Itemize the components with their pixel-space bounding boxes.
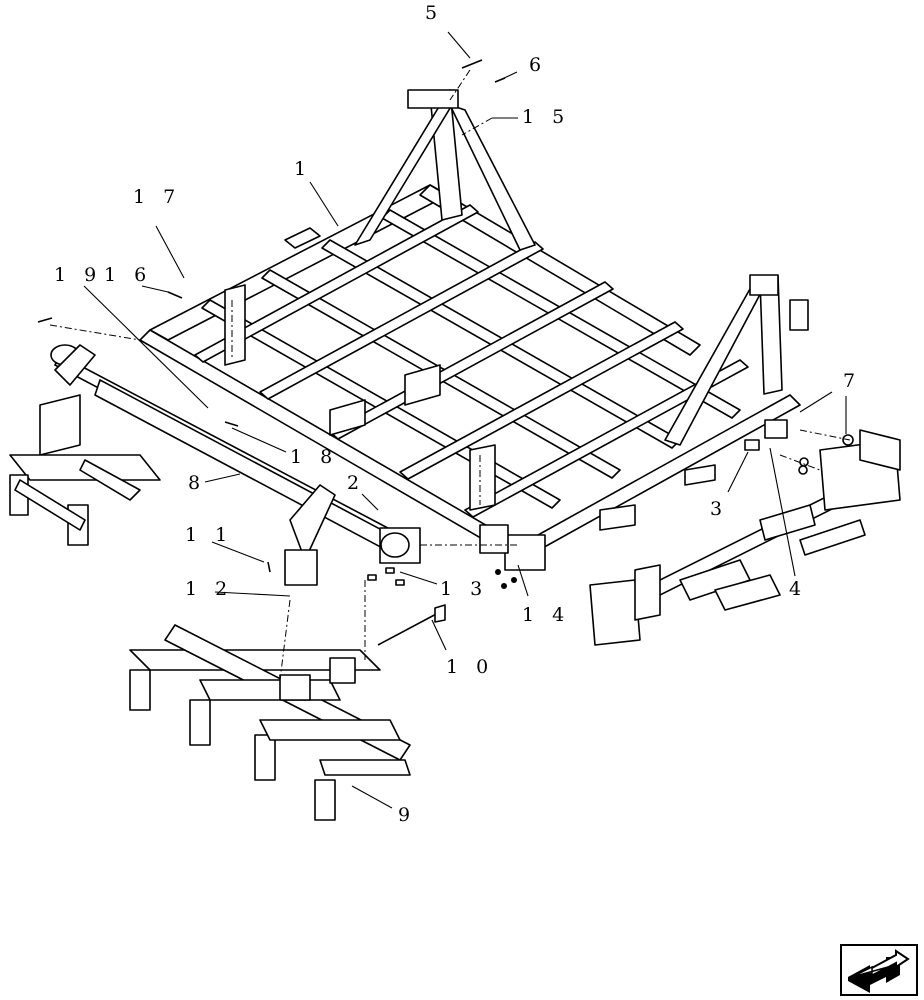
callout-19: 1 9 (54, 264, 103, 286)
callout-17: 1 7 (133, 186, 182, 208)
next-page-button[interactable] (840, 944, 918, 996)
next-page-arrow-icon (848, 949, 910, 993)
callout-11: 1 1 (185, 524, 234, 546)
main-frame (139, 150, 801, 556)
left-shank-assembly (9, 454, 161, 546)
callout-1: 1 (294, 158, 313, 180)
callout-5: 5 (425, 2, 444, 24)
callout-14: 1 4 (522, 604, 571, 626)
right-wing-assembly (589, 429, 901, 646)
callout-13: 1 3 (440, 578, 489, 600)
shank-assembly-9 (129, 624, 411, 821)
left-wing-bracket (39, 344, 336, 586)
callout-10: 1 0 (446, 656, 495, 678)
loose-hardware (37, 59, 517, 646)
callout-16: 1 6 (104, 264, 153, 286)
leader-lines (83, 31, 847, 809)
callout-3: 3 (710, 498, 729, 520)
callout-8: 8 (188, 472, 207, 494)
callout-9: 9 (398, 804, 417, 826)
callout-15: 1 5 (522, 106, 571, 128)
callout-4: 4 (789, 578, 808, 600)
callout-6: 6 (529, 54, 548, 76)
hinge-hardware (479, 419, 854, 571)
callout-12: 1 2 (185, 578, 234, 600)
callout-7: 7 (843, 370, 862, 392)
front-mast (354, 89, 809, 446)
callout-2: 2 (347, 472, 366, 494)
assembly-paths (49, 69, 851, 681)
callout-18: 1 8 (290, 446, 339, 468)
